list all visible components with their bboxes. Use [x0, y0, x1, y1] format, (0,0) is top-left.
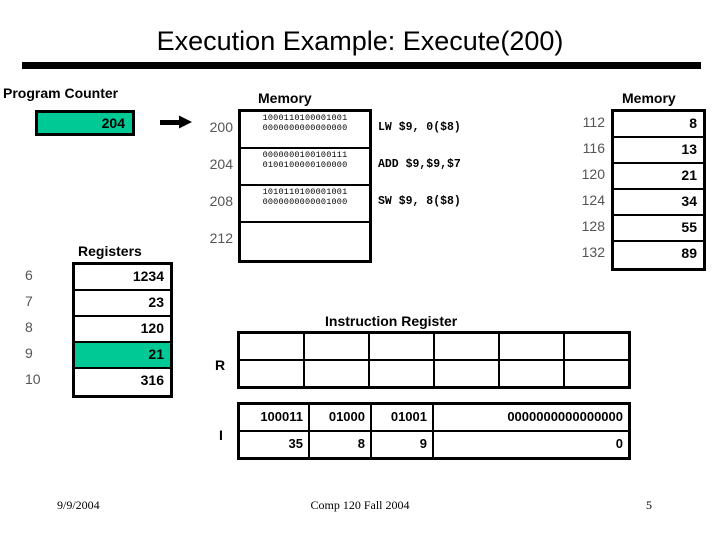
table-row[interactable]: 1234 [75, 265, 170, 291]
memory-word-high: 0000000100100111 [262, 150, 348, 160]
register-number: 8 [25, 319, 33, 335]
r-values-row [240, 361, 628, 386]
memory-word-high: 1010110100001001 [262, 187, 348, 197]
r-bits-cell[interactable] [435, 334, 500, 359]
r-bits-cell[interactable] [305, 334, 370, 359]
instruction-register-r-label: R [215, 357, 226, 373]
memory-word-low: 0100100000100000 [262, 159, 348, 170]
table-row[interactable]: 21 [614, 164, 703, 190]
instruction-register-i-label: I [219, 427, 223, 443]
i-immediate-bits[interactable]: 0000000000000000 [434, 405, 628, 430]
program-counter-value: 204 [101, 115, 125, 131]
program-counter-value-box[interactable]: 204 [35, 110, 135, 136]
r-value-cell[interactable] [500, 361, 565, 386]
memory-left-address: 204 [209, 156, 233, 172]
assembly-instruction: ADD $9,$9,$7 [378, 158, 461, 171]
register-number: 9 [25, 345, 33, 361]
footer-course: Comp 120 Fall 2004 [310, 498, 410, 512]
r-bits-cell[interactable] [370, 334, 435, 359]
table-row-highlighted[interactable]: 21 [75, 343, 170, 369]
memory-right-address-column: 112 116 120 124 128 132 [565, 109, 605, 265]
instruction-register-i-table: 100011 01000 01001 0000000000000000 35 8… [237, 402, 631, 460]
table-row[interactable]: 34 [614, 190, 703, 216]
memory-right-address: 120 [581, 166, 605, 182]
table-row[interactable]: 1000110100001001 0000000000000000 [241, 112, 369, 149]
table-row[interactable]: 23 [75, 291, 170, 317]
footer-page-number: 5 [646, 498, 652, 512]
table-row[interactable]: 0000000100100111 0100100000100000 [241, 149, 369, 186]
footer-date: 9/9/2004 [57, 498, 100, 512]
memory-left-address: 208 [209, 193, 233, 209]
register-number: 7 [25, 293, 33, 309]
memory-word-high: 1000110100001001 [262, 113, 348, 123]
memory-left-address: 212 [209, 230, 233, 246]
title-underline-rule [22, 62, 701, 69]
memory-right-heading: Memory [622, 90, 676, 106]
r-value-cell[interactable] [435, 361, 500, 386]
memory-left-assembly-column: LW $9, 0($8) ADD $9,$9,$7 SW $9, 8($8) [378, 109, 563, 257]
r-value-cell[interactable] [240, 361, 305, 386]
assembly-instruction: SW $9, 8($8) [378, 195, 461, 208]
i-rs-value[interactable]: 8 [310, 432, 372, 457]
instruction-register-r-table [237, 331, 631, 389]
memory-left-heading: Memory [258, 90, 312, 106]
right-arrow-icon [160, 115, 192, 129]
r-value-cell[interactable] [305, 361, 370, 386]
registers-number-column: 6 7 8 9 10 [25, 262, 59, 392]
table-row[interactable]: 13 [614, 138, 703, 164]
i-rt-bits[interactable]: 01001 [372, 405, 434, 430]
memory-right-address: 116 [582, 140, 605, 156]
memory-word-low: 0000000000000000 [262, 122, 348, 133]
register-number: 10 [25, 371, 41, 387]
table-row[interactable]: 120 [75, 317, 170, 343]
table-row[interactable]: 1010110100001001 0000000000001000 [241, 186, 369, 223]
memory-left-address-column: 200 204 208 212 [193, 109, 233, 257]
table-row[interactable]: 89 [614, 242, 703, 268]
r-value-cell[interactable] [370, 361, 435, 386]
memory-right-address: 124 [581, 192, 605, 208]
i-immediate-value[interactable]: 0 [434, 432, 628, 457]
i-opcode-bits[interactable]: 100011 [240, 405, 310, 430]
table-row[interactable]: 316 [75, 369, 170, 395]
r-bits-cell[interactable] [565, 334, 628, 359]
page-title: Execution Example: Execute(200) [156, 26, 564, 56]
memory-right-table: 8 13 21 34 55 89 [611, 109, 706, 271]
registers-table: 1234 23 120 21 316 [72, 262, 173, 398]
memory-right-address: 132 [581, 244, 605, 260]
registers-heading: Registers [78, 243, 142, 259]
r-bits-row [240, 334, 628, 361]
memory-right-address: 112 [582, 114, 605, 130]
r-bits-cell[interactable] [240, 334, 305, 359]
memory-left-table: 1000110100001001 0000000000000000 000000… [238, 109, 372, 263]
i-opcode-value[interactable]: 35 [240, 432, 310, 457]
instruction-register-heading: Instruction Register [325, 313, 458, 329]
i-rs-bits[interactable]: 01000 [310, 405, 372, 430]
r-value-cell[interactable] [565, 361, 628, 386]
table-row[interactable]: 55 [614, 216, 703, 242]
i-rt-value[interactable]: 9 [372, 432, 434, 457]
program-counter-heading: Program Counter [3, 85, 119, 101]
table-row[interactable] [241, 223, 369, 260]
table-row[interactable]: 8 [614, 112, 703, 138]
i-bits-row: 100011 01000 01001 0000000000000000 [240, 405, 628, 432]
register-number: 6 [25, 267, 33, 283]
i-values-row: 35 8 9 0 [240, 432, 628, 457]
memory-left-address: 200 [209, 119, 233, 135]
memory-word-low: 0000000000001000 [262, 196, 348, 207]
assembly-instruction [378, 220, 563, 257]
r-bits-cell[interactable] [500, 334, 565, 359]
assembly-instruction: LW $9, 0($8) [378, 121, 461, 134]
memory-right-address: 128 [581, 218, 605, 234]
